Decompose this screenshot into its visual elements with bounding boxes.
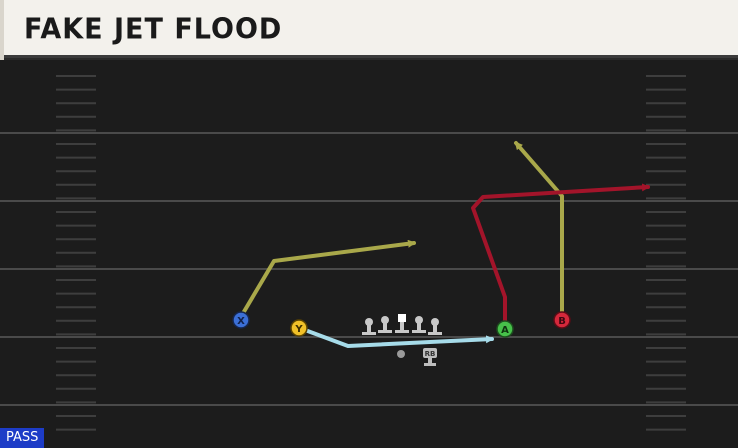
- player-x: X: [232, 311, 250, 329]
- yard-lines: [0, 132, 738, 406]
- hash-marks: [56, 75, 686, 431]
- player-y-label: Y: [294, 324, 303, 335]
- play-field: RB X Y A B: [0, 75, 738, 431]
- lineman-icon: [428, 318, 442, 335]
- lineman-icon: [412, 316, 426, 333]
- player-x-label: X: [237, 316, 245, 327]
- player-y: Y: [290, 319, 308, 337]
- route-y: [303, 328, 494, 348]
- title-card: FAKE JET FLOOD: [4, 0, 738, 58]
- lineman-icon: [362, 318, 376, 335]
- play-title: FAKE JET FLOOD: [24, 13, 283, 46]
- routes: [240, 141, 650, 348]
- quarterback-marker: [397, 350, 405, 358]
- offensive-line: [362, 314, 442, 335]
- route-b: [514, 141, 564, 316]
- player-a-label: A: [501, 325, 509, 336]
- center-icon: [395, 314, 409, 333]
- player-b: B: [553, 311, 571, 329]
- lineman-icon: [378, 316, 392, 333]
- play-type-badge: PASS: [0, 428, 45, 448]
- title-accent: [0, 0, 4, 60]
- route-x: [240, 239, 416, 317]
- route-a: [471, 183, 650, 324]
- running-back-icon: RB: [423, 348, 437, 366]
- title-bar: FAKE JET FLOOD: [0, 0, 738, 60]
- player-b-label: B: [558, 316, 566, 327]
- player-a: A: [496, 320, 514, 338]
- rb-label: RB: [425, 350, 436, 358]
